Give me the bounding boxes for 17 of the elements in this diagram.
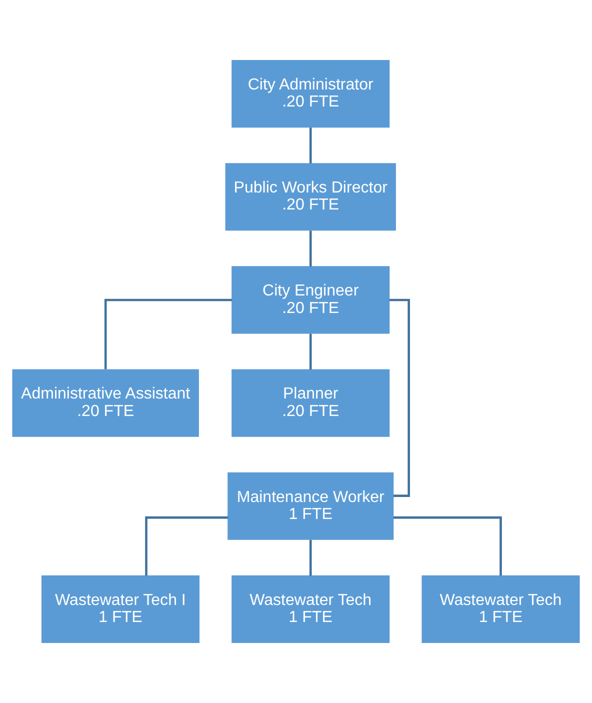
connector [145,516,228,576]
node-box: City Engineer .20 FTE [232,266,390,334]
node-box: Administrative Assistant .20 FTE [12,369,199,437]
connector [104,298,232,370]
connector [309,230,312,266]
node-box: Wastewater Tech I 1 FTE [41,575,200,643]
node-box: Maintenance Worker 1 FTE [228,472,394,540]
connector [309,334,312,370]
connector [393,516,502,576]
node-box: Wastewater Tech 1 FTE [232,575,390,643]
node-box: Public Works Director .20 FTE [225,163,396,231]
node-box: Wastewater Tech 1 FTE [422,575,580,643]
node-box: City Administrator .20 FTE [232,60,390,128]
connector [309,540,312,576]
connector [389,298,410,497]
connector [309,128,312,164]
node-box: Planner .20 FTE [232,369,390,437]
